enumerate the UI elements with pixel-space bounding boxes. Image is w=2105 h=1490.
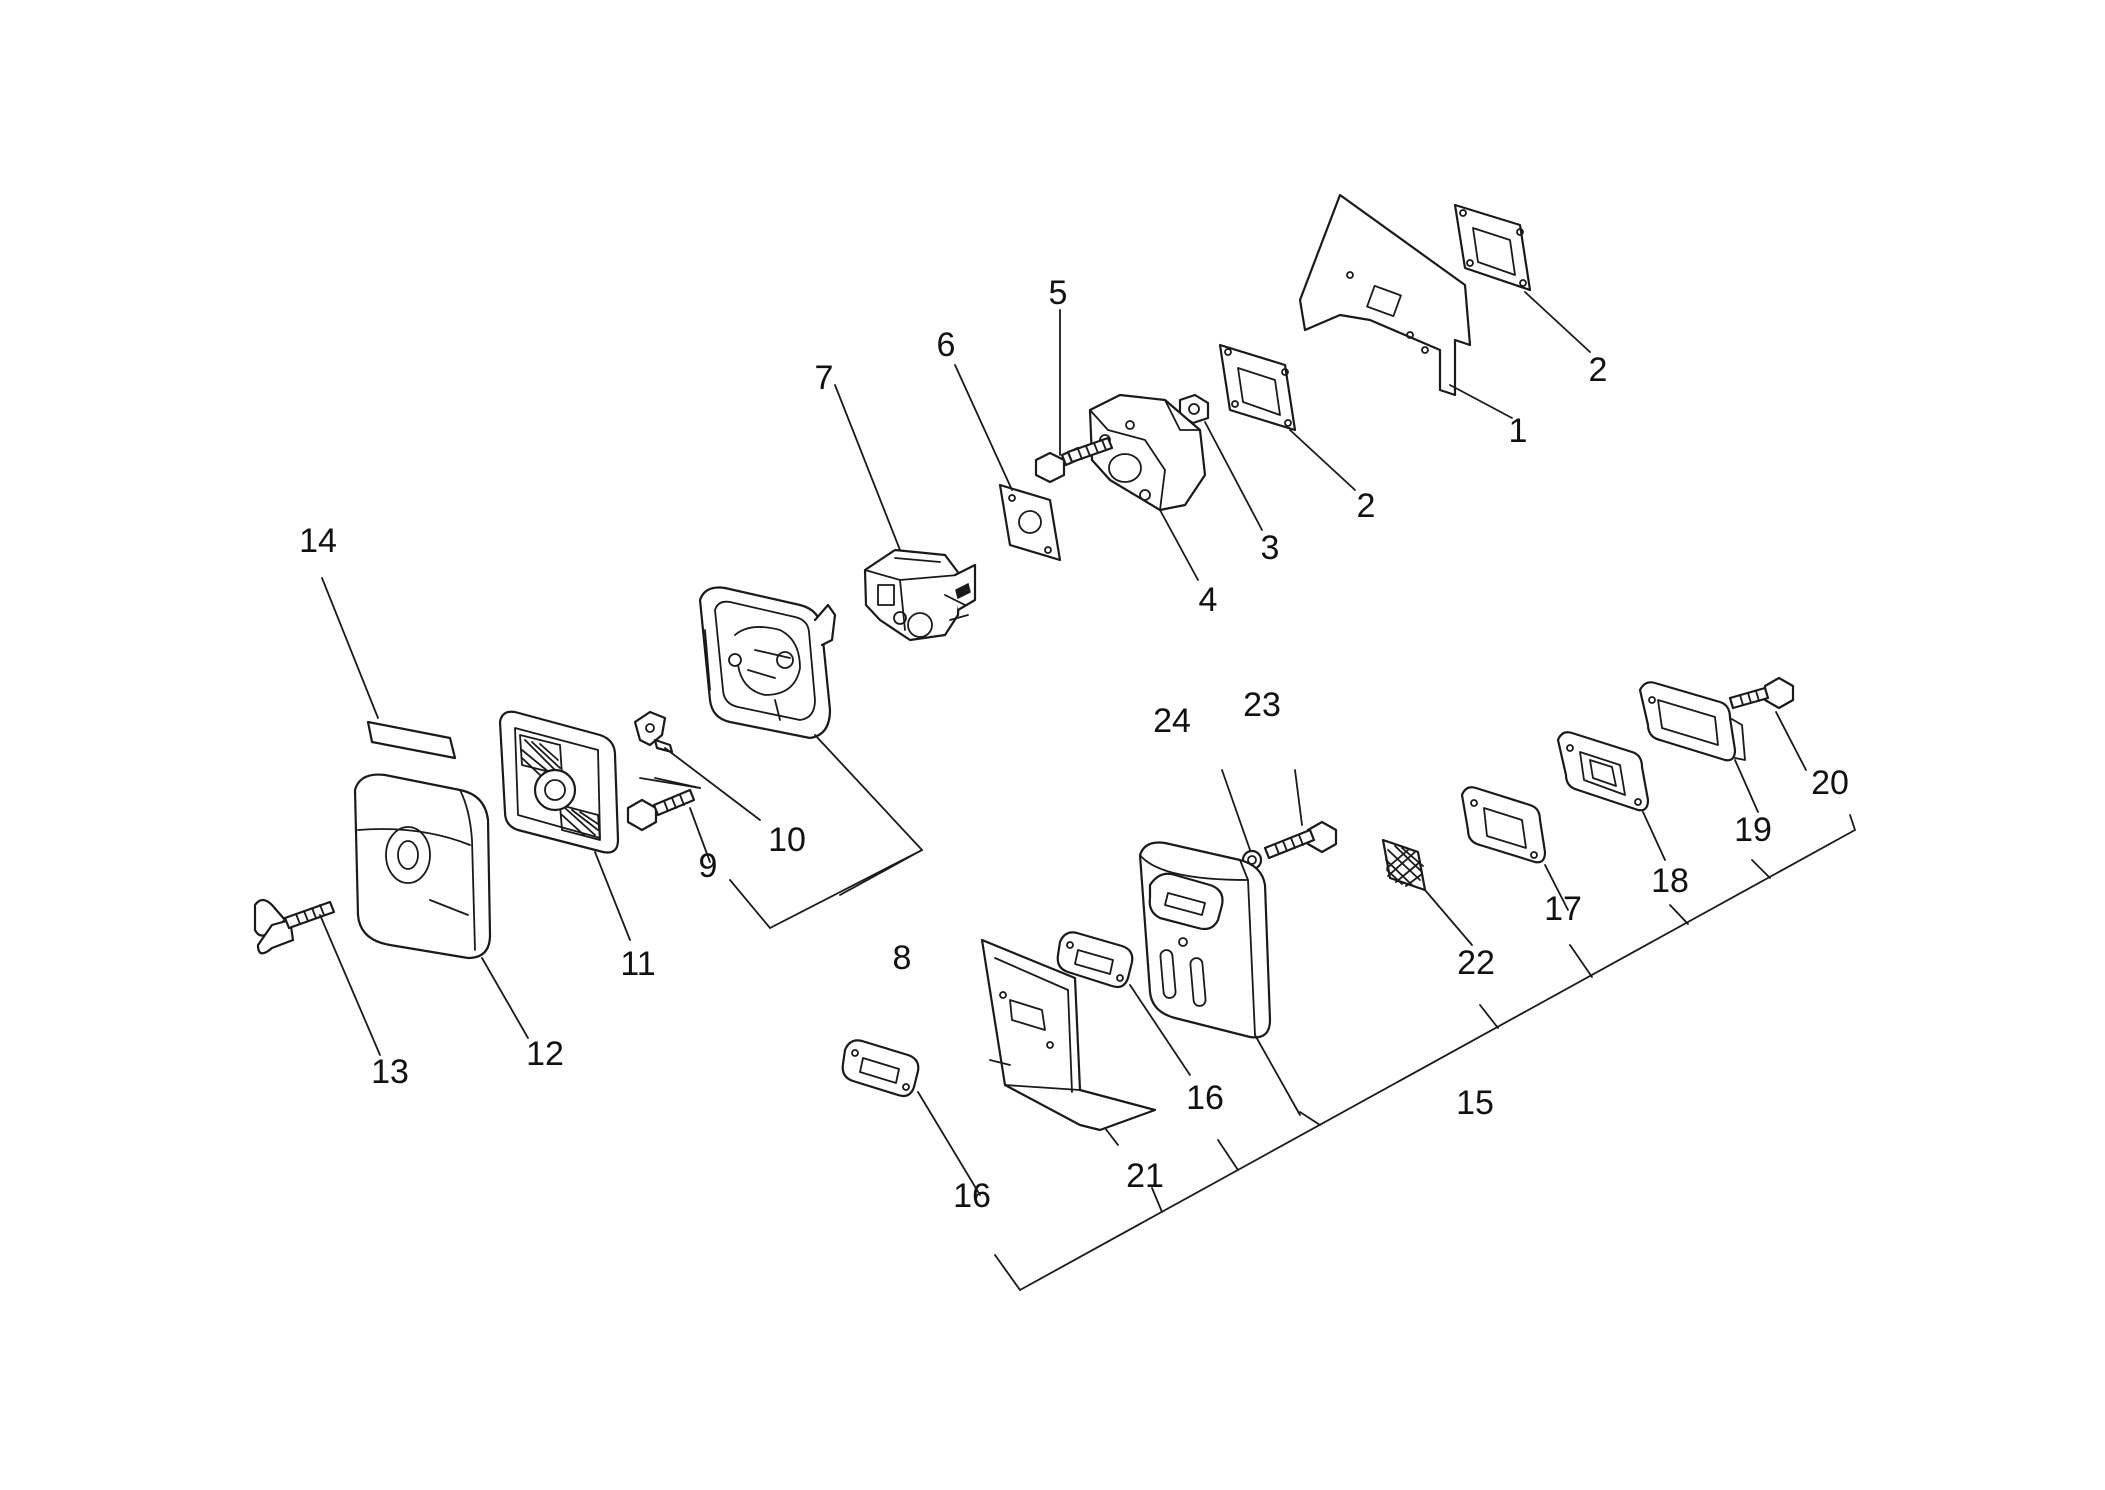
callout-7: 7 (815, 359, 834, 397)
part-heat-shield (980, 938, 1157, 1132)
part-gasket-16-upper (1056, 931, 1134, 989)
part-bolt-23 (1263, 820, 1338, 860)
part-carburetor (863, 548, 977, 642)
callout-21: 21 (1126, 1157, 1164, 1195)
part-air-filter-element (498, 710, 620, 854)
part-bolt-20 (1728, 676, 1795, 710)
callout-22: 22 (1457, 944, 1495, 982)
callout-14: 14 (299, 522, 337, 560)
part-nut (1178, 393, 1210, 425)
callout-20: 20 (1811, 764, 1849, 802)
callout-15: 15 (1456, 1084, 1494, 1122)
part-clip (633, 710, 674, 754)
part-muffler (1138, 841, 1272, 1039)
part-gasket-6 (998, 483, 1062, 562)
part-air-cleaner-base (698, 586, 837, 740)
part-spark-arrestor-screen (1381, 838, 1427, 892)
callout-4: 4 (1199, 581, 1218, 619)
callout-11: 11 (620, 945, 655, 983)
callout-17: 17 (1544, 890, 1582, 928)
callout-12: 12 (526, 1035, 564, 1073)
part-label (366, 720, 457, 760)
part-insulator-block (1088, 393, 1207, 512)
part-wing-bolt (253, 898, 336, 955)
callout-3: 3 (1261, 529, 1280, 567)
callout-9: 9 (699, 847, 718, 885)
part-gasket-middle (1218, 343, 1297, 432)
callout-labels: 1 2 2 3 4 5 6 7 8 9 10 11 12 13 14 15 16… (299, 274, 1849, 1215)
part-gasket-upper (1453, 203, 1532, 292)
callout-24: 24 (1153, 702, 1191, 740)
part-bolt-9 (626, 788, 696, 832)
part-air-cleaner-cover (353, 773, 492, 960)
callout-13: 13 (371, 1053, 409, 1091)
callout-16-upper: 16 (1186, 1079, 1224, 1117)
callout-8: 8 (893, 939, 912, 977)
part-bracket-plate (1298, 193, 1472, 397)
callout-1: 1 (1509, 412, 1528, 450)
callout-23: 23 (1243, 686, 1281, 724)
callout-16-lower: 16 (953, 1177, 991, 1215)
callout-6: 6 (937, 326, 956, 364)
part-gasket-17 (1460, 786, 1547, 864)
part-plate-18 (1556, 731, 1650, 812)
callout-2-lower: 2 (1357, 487, 1376, 525)
part-exhaust-cover-plate (1638, 681, 1746, 762)
part-gasket-16-lower (841, 1039, 920, 1098)
callout-5: 5 (1049, 274, 1068, 312)
callout-19: 19 (1734, 811, 1772, 849)
callout-10: 10 (768, 821, 806, 859)
callout-18: 18 (1651, 862, 1689, 900)
part-screw-5 (1034, 436, 1114, 484)
leader-lines (319, 291, 1857, 1291)
callout-2-upper: 2 (1589, 351, 1608, 389)
